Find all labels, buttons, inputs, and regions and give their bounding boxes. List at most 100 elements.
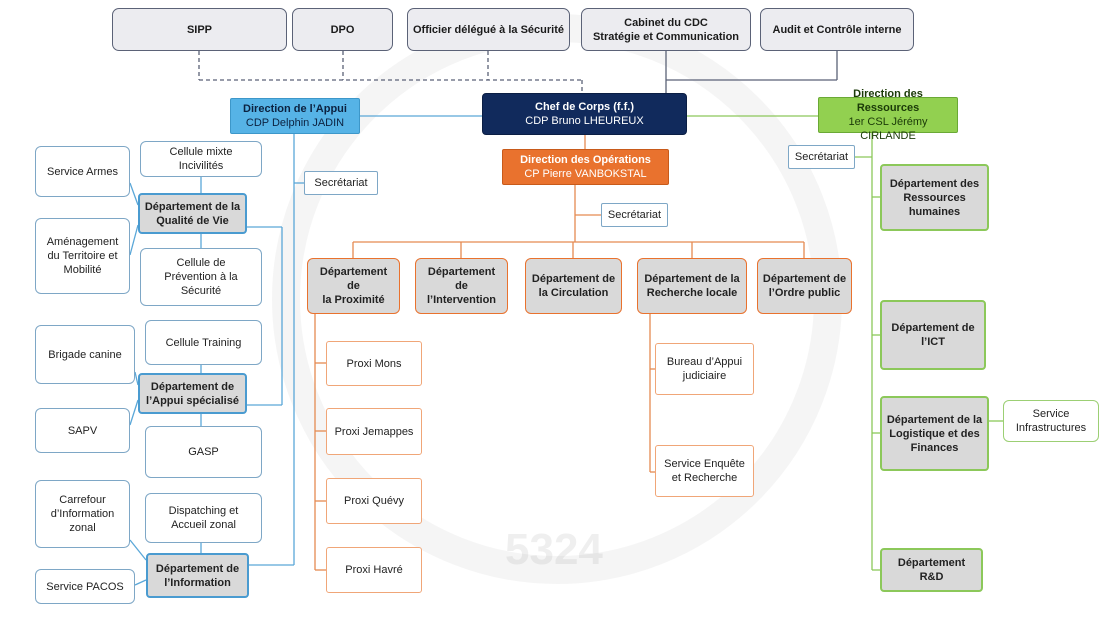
connector-brigade-specialise — [134, 371, 139, 386]
dept-ordre-public-line-1: Département de — [762, 273, 847, 285]
bureau-appui-line-2: judiciaire — [682, 370, 727, 382]
dept-ict-line-1: Département de — [891, 322, 975, 334]
chef-de-corps-line-2: CDP Bruno LHEUREUX — [525, 115, 644, 127]
connector-armes-qualite — [129, 182, 139, 206]
dept-ressources-humaines-line-1: Département des — [889, 177, 980, 190]
carrefour-line-2: d’Information — [50, 508, 115, 520]
service-enquete-line-2: et Recherche — [671, 472, 738, 484]
direction-ressources-line-2: 1er CSL Jérémy CIRLANDE — [848, 116, 928, 142]
dept-information-line-2: l’Information — [164, 576, 231, 589]
carrefour-line-3: zonal — [69, 522, 96, 534]
cabinet-cdc-line-1: Cabinet du CDC — [624, 16, 708, 29]
cabinet-cdc-line-2: Stratégie et Communication — [592, 30, 740, 43]
proxi-havre-line-1: Proxi Havré — [345, 564, 403, 576]
cellule-prevention-line-3: Sécurité — [180, 285, 222, 297]
sapv-box: SAPV — [35, 408, 130, 453]
bureau-appui-box: Bureau d’Appui judiciaire — [655, 343, 754, 395]
direction-ressources-line-1: Direction des Ressources — [853, 88, 923, 114]
direction-operations-box: Direction des Opérations CP Pierre VANBOK… — [502, 149, 669, 185]
dept-intervention-line-1: Département — [427, 266, 496, 278]
proxi-havre-box: Proxi Havré — [326, 547, 422, 593]
service-enquete-line-1: Service Enquête — [664, 458, 745, 470]
dept-recherche-line-2: Recherche locale — [646, 287, 738, 299]
secretariat-appui-box: Secrétariat — [304, 171, 378, 195]
service-armes-box: Service Armes — [35, 146, 130, 197]
dispatching-line-1: Dispatching et — [168, 505, 239, 517]
dept-circulation-line-2: la Circulation — [538, 287, 609, 299]
audit-line-1: Audit et Contrôle interne — [772, 23, 902, 36]
dept-qualite-vie-line-1: Département de la — [144, 200, 241, 213]
service-infrastructures-line-2: Infrastructures — [1015, 422, 1087, 434]
officier-securite-box: Officier délégué à la Sécurité — [407, 8, 570, 51]
amenagement-line-3: Mobilité — [63, 264, 102, 276]
proxi-mons-line-1: Proxi Mons — [346, 357, 402, 370]
dept-recherche-box: Département de la Recherche locale — [637, 258, 747, 314]
amenagement-line-1: Aménagement — [46, 236, 119, 248]
dispatching-line-2: Accueil zonal — [171, 519, 236, 531]
direction-appui-line-1: Direction de l’Appui — [243, 103, 347, 115]
dept-circulation-box: Département de la Circulation — [525, 258, 622, 314]
service-armes-line-1: Service Armes — [47, 165, 118, 178]
connector-sapv-specialise — [129, 399, 139, 426]
audit-box: Audit et Contrôle interne — [760, 8, 914, 51]
dept-appui-specialise-line-2: l’Appui spécialisé — [146, 394, 239, 407]
proxi-quevy-line-1: Proxi Quévy — [344, 495, 404, 507]
service-pacos-line-1: Service PACOS — [46, 580, 124, 593]
proxi-jemappes-box: Proxi Jemappes — [326, 408, 422, 455]
officier-securite-line-1: Officier délégué à la Sécurité — [412, 23, 564, 36]
amenagement-line-2: du Territoire et — [47, 250, 118, 262]
service-enquete-box: Service Enquête et Recherche — [655, 445, 754, 497]
dept-proximite-box: Département de la Proximité — [307, 258, 400, 314]
dept-qualite-vie-line-2: Qualité de Vie — [156, 214, 229, 227]
dpo-line-1: DPO — [330, 23, 355, 36]
dept-information-line-1: Département de — [155, 562, 240, 575]
direction-operations-line-2: CP Pierre VANBOKSTAL — [524, 168, 647, 180]
chef-de-corps-box: Chef de Corps (f.f.) CDP Bruno LHEUREUX — [482, 93, 687, 135]
direction-operations-line-1: Direction des Opérations — [520, 154, 651, 166]
chef-de-corps-line-1: Chef de Corps (f.f.) — [535, 101, 634, 113]
dept-ordre-public-box: Département de l’Ordre public — [757, 258, 852, 314]
secretariat-ressources-box: Secrétariat — [788, 145, 855, 169]
sapv-line-1: SAPV — [67, 424, 98, 437]
connector-pacos-information — [134, 579, 147, 586]
amenagement-box: Aménagement du Territoire et Mobilité — [35, 218, 130, 294]
cellule-prevention-line-1: Cellule de — [176, 257, 226, 269]
proxi-mons-box: Proxi Mons — [326, 341, 422, 386]
dept-logistique-line-1: Département de la — [886, 413, 983, 426]
direction-appui-line-2: CDP Delphin JADIN — [245, 117, 345, 129]
dept-ressources-humaines-line-2: Ressources — [903, 191, 966, 204]
dept-logistique-line-2: Logistique et des — [889, 427, 980, 440]
proxi-jemappes-line-1: Proxi Jemappes — [334, 425, 414, 438]
dept-recherche-line-1: Département de la — [644, 273, 740, 285]
cellule-training-box: Cellule Training — [145, 320, 262, 365]
dept-intervention-line-2: de — [455, 280, 468, 292]
dept-logistique-line-3: Finances — [910, 441, 959, 454]
bureau-appui-line-1: Bureau d’Appui — [666, 356, 743, 368]
sipp-line-1: SIPP — [186, 23, 213, 36]
dept-appui-specialise-line-1: Département de — [150, 380, 235, 393]
dispatching-box: Dispatching et Accueil zonal — [145, 493, 262, 543]
dept-circulation-line-1: Département de — [531, 273, 616, 285]
dept-proximite-line-1: Département de — [319, 266, 388, 292]
dept-proximite-line-2: la Proximité — [322, 294, 385, 306]
brigade-canine-box: Brigade canine — [35, 325, 135, 384]
dpo-box: DPO — [292, 8, 393, 51]
sipp-box: SIPP — [112, 8, 287, 51]
cellule-training-line-1: Cellule Training — [165, 336, 242, 349]
dept-ordre-public-line-2: l’Ordre public — [768, 287, 841, 299]
secretariat-operations-box: Secrétariat — [601, 203, 668, 227]
connector-carrefour-information — [129, 539, 147, 561]
cellule-incivilites-line-1: Cellule mixte — [169, 146, 233, 158]
